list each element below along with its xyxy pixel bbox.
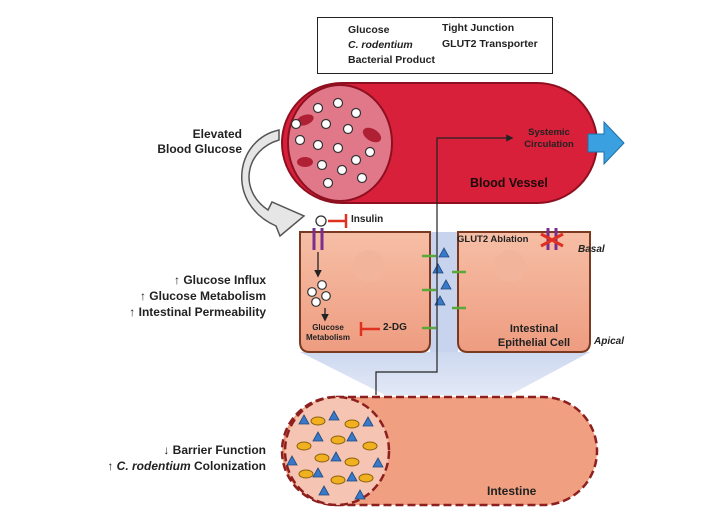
systemic-circulation-arrow	[587, 120, 625, 166]
two-dg-inhibitor	[359, 322, 380, 336]
effect-intestinal-permeability: ↑ Intestinal Permeability	[129, 305, 266, 319]
epithelial-cell-left	[299, 231, 431, 353]
glucose-metabolism-line1: Glucose	[312, 323, 344, 332]
glucose-metabolism-label: Glucose Metabolism	[298, 323, 358, 343]
glucose-metabolism-line2: Metabolism	[305, 333, 350, 342]
effects-list: ↑ Glucose Influx ↑ Glucose Metabolism ↑ …	[129, 272, 266, 320]
effect-glucose-metabolism: ↑ Glucose Metabolism	[139, 289, 266, 303]
intestinal-epithelial-cell-label: Intestinal Epithelial Cell	[482, 322, 586, 350]
insulin-glucose	[315, 215, 327, 227]
legend-c-rodentium-label: C. rodentium	[348, 39, 413, 51]
outcomes-list: ↓ Barrier Function ↑ C. rodentium Coloni…	[107, 442, 266, 474]
insulin-inhibitor	[328, 214, 348, 228]
legend-glucose-label: Glucose	[348, 24, 390, 36]
epithelial-cell-right	[457, 231, 591, 353]
two-dg-label: 2-DG	[383, 322, 407, 333]
epithelial-line2: Epithelial Cell	[497, 337, 571, 349]
systemic-line2: Circulation	[524, 139, 574, 150]
colonization-label: ↑ C. rodentium Colonization	[107, 458, 266, 474]
tight-junctions	[422, 254, 466, 330]
insulin-label: Insulin	[351, 214, 384, 225]
zoom-funnel	[300, 352, 590, 395]
glucose-flow-arrow	[241, 129, 306, 238]
legend-glut2-label: GLUT2 Transporter	[442, 38, 538, 50]
effect-glucose-influx: ↑ Glucose Influx	[173, 273, 266, 287]
apical-label: Apical	[594, 336, 625, 347]
glut2-ablation-label: GLUT2 Ablation	[457, 234, 529, 245]
legend-box: Glucose C. rodentium Bacterial Product T…	[317, 17, 553, 74]
blood-vessel-label: Blood Vessel	[470, 176, 548, 190]
colonization-suffix: Colonization	[190, 459, 266, 473]
intestine-c-rodentium	[296, 416, 378, 485]
intestine-label: Intestine	[487, 484, 537, 498]
systemic-circulation-label: Systemic Circulation	[519, 127, 579, 151]
intestine	[280, 395, 599, 507]
legend-bacterial-product-label: Bacterial Product	[348, 54, 435, 66]
systemic-line1: Systemic	[528, 127, 570, 138]
glut2-transporter-ablated	[540, 228, 564, 250]
colonization-prefix: ↑	[107, 459, 117, 473]
intestine-bacterial-products	[286, 410, 384, 500]
basal-label: Basal	[578, 244, 605, 255]
colonization-species: C. rodentium	[116, 459, 191, 473]
cell-glucose	[307, 280, 331, 307]
epithelial-line1: Intestinal	[509, 323, 559, 335]
glut2-transporter-left	[312, 228, 324, 250]
elevated-line2: Blood Glucose	[157, 142, 242, 156]
elevated-line1: Elevated	[192, 127, 242, 141]
elevated-blood-glucose-label: Elevated Blood Glucose	[157, 127, 242, 157]
translocation-path	[375, 134, 514, 395]
legend-tight-junction-label: Tight Junction	[442, 22, 515, 34]
barrier-function-label: ↓ Barrier Function	[163, 443, 266, 457]
vessel-glucose	[290, 97, 376, 189]
